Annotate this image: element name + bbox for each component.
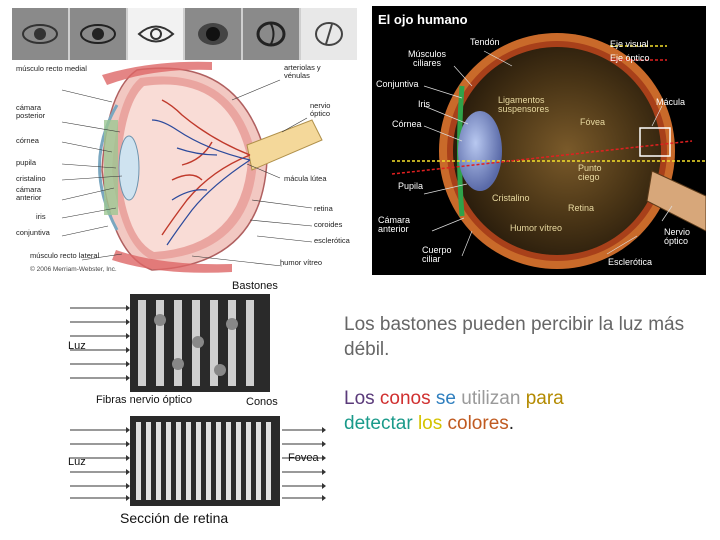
colored-word: se xyxy=(435,388,462,410)
eye-view-icon xyxy=(70,8,128,60)
eye-view-icon xyxy=(243,8,302,60)
colored-word: Los xyxy=(344,388,380,410)
label-musculos-ciliares: Músculos ciliares xyxy=(408,49,447,69)
label-fovea: Fóvea xyxy=(580,117,606,127)
label-nervio-optico-r: Nervio óptico xyxy=(664,227,691,247)
eye-view-icon xyxy=(127,8,186,60)
label-camara-posterior: cámara posterior xyxy=(16,103,46,120)
label-conjuntiva-r: Conjuntiva xyxy=(376,79,419,89)
eye-view-icon xyxy=(301,8,357,60)
eye-view-icon xyxy=(12,8,70,60)
label-ligamentos: Ligamentos suspensores xyxy=(498,95,550,115)
label-fovea-retina: Fovea xyxy=(288,452,319,464)
label-nervio-optico: nervio óptico xyxy=(310,101,331,118)
paragraph-bastones: Los bastones pueden percibir la luz más … xyxy=(344,314,685,361)
label-esclerotica: esclerótica xyxy=(314,236,350,245)
label-humor-vitreo-r: Humor vítreo xyxy=(510,223,563,233)
label-musculo-recto-lateral: músculo recto lateral xyxy=(30,251,100,260)
label-tendon: Tendón xyxy=(470,37,500,47)
label-pupila: pupila xyxy=(16,158,37,167)
label-esclerotica-r: Esclerótica xyxy=(608,257,653,267)
retina-section-diagram: Bastones Luz Fibras nervio óptico Conos … xyxy=(60,280,340,530)
colored-word: los xyxy=(417,413,448,435)
label-luz-bottom: Luz xyxy=(68,456,86,468)
label-humor-vitreo: humor vítreo xyxy=(280,258,323,267)
label-conjuntiva: conjuntiva xyxy=(16,228,50,237)
colored-word: . xyxy=(508,413,515,435)
label-cristalino: cristalino xyxy=(16,174,46,183)
legend-eje-optico: Eje óptico xyxy=(610,53,650,63)
label-seccion-retina: Sección de retina xyxy=(120,510,229,526)
label-cornea-r: Córnea xyxy=(392,119,422,129)
eye-views-strip xyxy=(12,8,357,60)
label-iris-r: Iris xyxy=(418,99,430,109)
eye-view-icon xyxy=(185,8,244,60)
label-punto-ciego: Punto ciego xyxy=(578,163,602,183)
label-cristalino-r: Cristalino xyxy=(492,193,530,203)
eye-cross-section xyxy=(61,61,323,273)
diagram-title: El ojo humano xyxy=(378,12,468,27)
label-retina: retina xyxy=(314,204,333,213)
label-retina-r: Retina xyxy=(568,203,595,213)
human-eye-photo-diagram: El ojo humano Tendón Músculos ciliares E… xyxy=(372,6,706,275)
colored-word: detectar xyxy=(344,413,418,435)
label-pupila-r: Pupila xyxy=(398,181,424,191)
label-camara-anterior: cámara anterior xyxy=(16,185,42,202)
label-camara-anterior-r: Cámara anterior xyxy=(378,215,411,235)
label-macula-lutea: mácula lútea xyxy=(284,174,327,183)
colored-word: para xyxy=(525,388,564,410)
eye-sphere-illustration xyxy=(391,33,706,269)
text-block: Los bastones pueden percibir la luz más … xyxy=(344,312,704,436)
paragraph-conos: Los conos se utilizan para detectar los c… xyxy=(344,386,704,436)
label-iris: iris xyxy=(36,212,46,221)
label-cornea: córnea xyxy=(16,136,39,145)
retina-cells-illustration xyxy=(70,294,326,506)
colored-word: utilizan xyxy=(461,388,526,410)
label-musculo-recto-medial: músculo recto medial xyxy=(16,64,87,73)
label-fibras: Fibras nervio óptico xyxy=(96,394,192,406)
label-macula: Mácula xyxy=(656,97,686,107)
colored-word: conos xyxy=(379,388,436,410)
legend-eje-visual: Eje visual xyxy=(610,39,649,49)
colored-word: colores xyxy=(447,413,509,435)
eye-anatomy-diagram: músculo recto medial arteriolas y vénula… xyxy=(12,8,357,276)
label-conos: Conos xyxy=(246,396,278,408)
label-coroides: coroides xyxy=(314,220,343,229)
label-copyright: © 2006 Merriam-Webster, Inc. xyxy=(30,266,117,273)
label-cuerpo-ciliar: Cuerpo ciliar xyxy=(422,245,452,265)
label-arteriolas: arteriolas y vénulas xyxy=(284,63,321,80)
label-luz-top: Luz xyxy=(68,340,86,352)
label-bastones: Bastones xyxy=(232,280,278,292)
